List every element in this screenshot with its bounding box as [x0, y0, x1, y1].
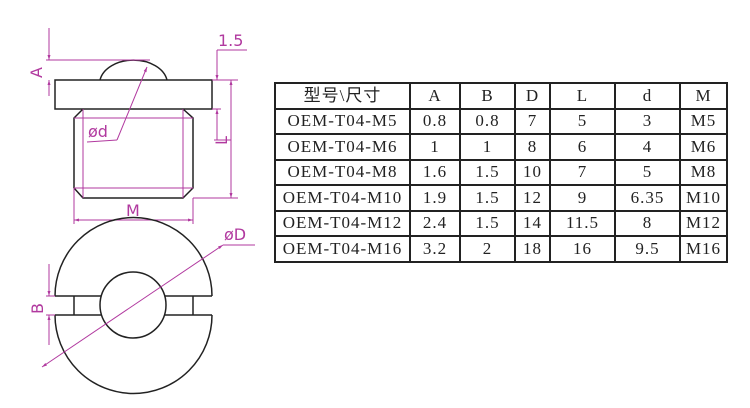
table-cell: 3 [614, 107, 681, 135]
threaded-body [73, 108, 194, 199]
table-cell: 10 [514, 158, 551, 186]
header-cell: M [679, 82, 728, 110]
table-cell: 4 [614, 133, 681, 161]
ball [99, 271, 167, 339]
label-a: A [27, 67, 46, 78]
table-cell: 1.9 [409, 184, 461, 212]
table-cell: 7 [514, 107, 551, 135]
table-cell: 14 [514, 209, 551, 237]
table-cell: OEM-T04-M6 [274, 133, 411, 161]
table-cell: 6.35 [614, 184, 681, 212]
table-cell: 8 [614, 209, 681, 237]
table-cell: OEM-T04-M8 [274, 158, 411, 186]
table-header-row: 型号\尺寸 A B D L d M [274, 82, 728, 110]
label-b: B [28, 303, 47, 314]
side-view-dimensions [46, 28, 247, 224]
table-cell: 9 [549, 184, 616, 212]
table-cell: 1.5 [459, 209, 516, 237]
label-big-d: øD [224, 225, 246, 244]
table-cell: 0.8 [459, 107, 516, 135]
table-cell: 1 [409, 133, 461, 161]
table-cell: 2 [459, 235, 516, 263]
label-flange-thickness: 1.5 [218, 31, 243, 50]
table-cell: 8 [514, 133, 551, 161]
table-cell: 5 [549, 107, 616, 135]
table-cell: 9.5 [614, 235, 681, 263]
header-cell: A [409, 82, 461, 110]
table-cell: M8 [679, 158, 728, 186]
table-cell: 1.5 [459, 158, 516, 186]
header-cell: B [459, 82, 516, 110]
table-cell: 2.4 [409, 209, 461, 237]
header-cell: L [549, 82, 616, 110]
table-cell: 5 [614, 158, 681, 186]
table-cell: 6 [549, 133, 616, 161]
table-cell: 1.5 [459, 184, 516, 212]
table-cell: 16 [549, 235, 616, 263]
table-cell: M6 [679, 133, 728, 161]
table-cell: OEM-T04-M12 [274, 209, 411, 237]
table-cell: 12 [514, 184, 551, 212]
header-cell: d [614, 82, 681, 110]
table-cell: 0.8 [409, 107, 461, 135]
label-l: L [212, 136, 231, 145]
ball-dome [99, 59, 168, 81]
table-cell: 3.2 [409, 235, 461, 263]
table-cell: M5 [679, 107, 728, 135]
table-cell: OEM-T04-M16 [274, 235, 411, 263]
label-d: ød [88, 122, 108, 141]
top-view-dimensions [41, 244, 255, 368]
flange [54, 79, 213, 110]
table-cell: OEM-T04-M5 [274, 107, 411, 135]
table-cell: 1 [459, 133, 516, 161]
table-cell: 18 [514, 235, 551, 263]
side-view [54, 59, 213, 199]
table-cell: 7 [549, 158, 616, 186]
header-cell: D [514, 82, 551, 110]
technical-drawing: A ød 1.5 L M øD B [27, 28, 255, 395]
table-cell: 1.6 [409, 158, 461, 186]
table-cell: 11.5 [549, 209, 616, 237]
table-cell: M16 [679, 235, 728, 263]
table-cell: M12 [679, 209, 728, 237]
label-m: M [126, 201, 140, 220]
table-cell: OEM-T04-M10 [274, 184, 411, 212]
table-cell: M10 [679, 184, 728, 212]
header-cell: 型号\尺寸 [274, 82, 411, 110]
